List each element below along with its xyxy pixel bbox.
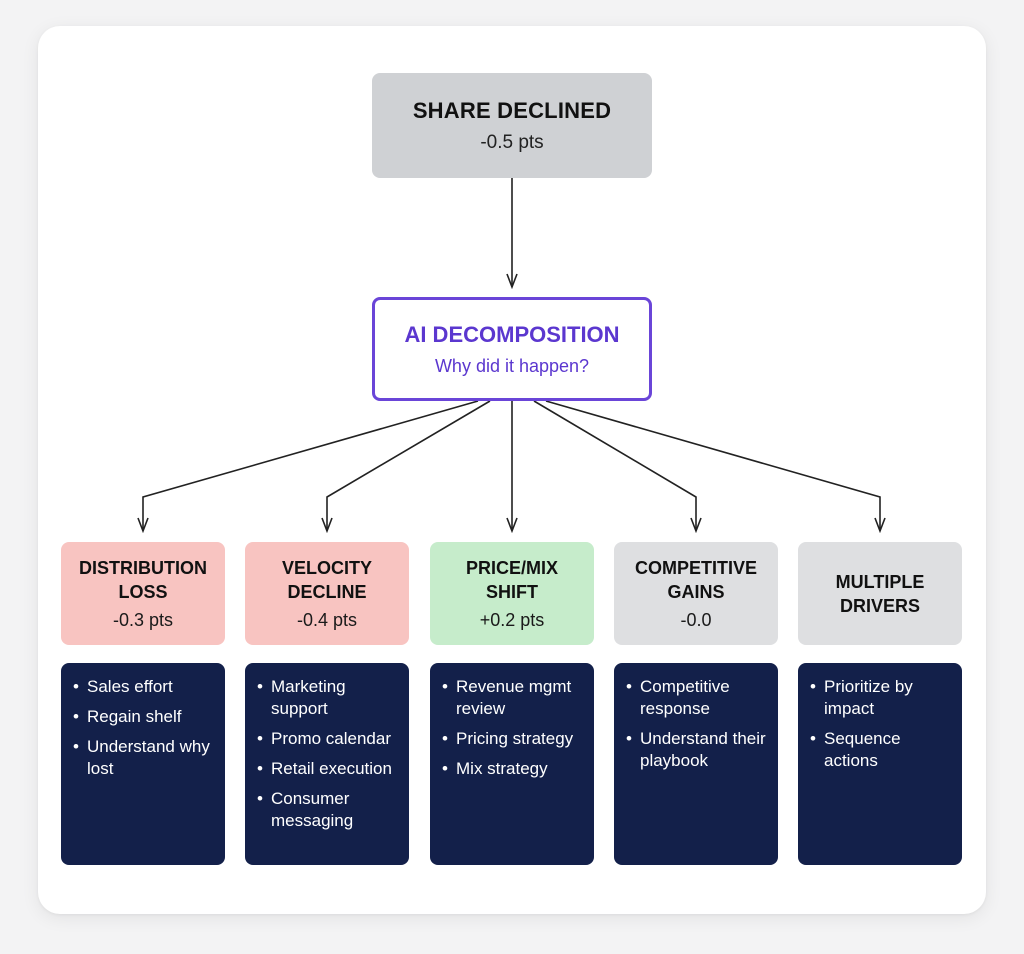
bullet-icon: • bbox=[73, 737, 79, 756]
driver-node-velocity-decline: VELOCITY DECLINE -0.4 pts bbox=[245, 542, 409, 645]
action-panel-multiple-drivers: • Prioritize by impact • Sequence actions bbox=[798, 663, 962, 865]
action-text: Revenue mgmt review bbox=[456, 677, 572, 718]
branch-arrow-distribution-loss bbox=[143, 400, 479, 531]
bullet-icon: • bbox=[626, 729, 632, 748]
action-text: Competitive response bbox=[640, 677, 730, 718]
action-item: • Competitive response bbox=[626, 676, 770, 720]
action-item: • Sales effort bbox=[73, 676, 217, 698]
action-text: Regain shelf bbox=[87, 707, 182, 726]
ai-decomposition-node: AI DECOMPOSITION Why did it happen? bbox=[372, 297, 652, 401]
bullet-icon: • bbox=[810, 677, 816, 696]
action-panel-distribution-loss: • Sales effort • Regain shelf • Understand wh… bbox=[61, 663, 225, 865]
action-list: • Sales effort • Regain shelf • Understand wh… bbox=[73, 676, 217, 780]
driver-node-competitive-gains: COMPETITIVE GAINS -0.0 bbox=[614, 542, 778, 645]
bullet-icon: • bbox=[257, 677, 263, 696]
bullet-icon: • bbox=[442, 677, 448, 696]
action-item: • Retail execution bbox=[257, 758, 401, 780]
action-list: • Marketing support • Promo calendar • Retail… bbox=[257, 676, 401, 832]
driver-node-multiple-drivers: MULTIPLE DRIVERS bbox=[798, 542, 962, 645]
driver-value: -0.4 pts bbox=[296, 610, 358, 630]
action-item: • Pricing strategy bbox=[442, 728, 586, 750]
action-item: • Understand their playbook bbox=[626, 728, 770, 772]
action-list: • Revenue mgmt review • Pricing strategy • Mi… bbox=[442, 676, 586, 780]
action-text: Mix strategy bbox=[456, 759, 548, 778]
driver-node-distribution-loss: DISTRIBUTION LOSS -0.3 pts bbox=[61, 542, 225, 645]
bullet-icon: • bbox=[257, 789, 263, 808]
bullet-icon: • bbox=[73, 707, 79, 726]
action-panel-competitive-gains: • Competitive response • Understand their p… bbox=[614, 663, 778, 865]
action-text: Retail execution bbox=[271, 759, 392, 778]
action-list: • Prioritize by impact • Sequence actions bbox=[810, 676, 954, 772]
share-declined-title: SHARE DECLINED bbox=[412, 97, 612, 123]
action-item: • Understand why lost bbox=[73, 736, 217, 780]
action-item: • Prioritize by impact bbox=[810, 676, 954, 720]
bullet-icon: • bbox=[810, 729, 816, 748]
action-text: Sequence actions bbox=[824, 729, 901, 770]
driver-label: MULTIPLE DRIVERS bbox=[835, 571, 925, 616]
driver-label: DISTRIBUTION LOSS bbox=[79, 558, 207, 602]
action-text: Marketing support bbox=[271, 677, 346, 718]
driver-value: -0.0 bbox=[680, 610, 712, 630]
share-declined-node: SHARE DECLINED -0.5 pts bbox=[372, 73, 652, 178]
bullet-icon: • bbox=[257, 759, 263, 778]
driver-value: +0.2 pts bbox=[479, 610, 545, 630]
driver-label: PRICE/MIX SHIFT bbox=[465, 558, 558, 602]
action-item: • Consumer messaging bbox=[257, 788, 401, 832]
action-item: • Mix strategy bbox=[442, 758, 586, 780]
action-text: Consumer messaging bbox=[271, 789, 354, 830]
bullet-icon: • bbox=[626, 677, 632, 696]
bullet-icon: • bbox=[73, 677, 79, 696]
bullet-icon: • bbox=[442, 729, 448, 748]
action-item: • Promo calendar bbox=[257, 728, 401, 750]
action-text: Understand their playbook bbox=[640, 729, 766, 770]
action-text: Prioritize by impact bbox=[824, 677, 913, 718]
bullet-icon: • bbox=[257, 729, 263, 748]
bullet-icon: • bbox=[442, 759, 448, 778]
branch-arrow-velocity-decline bbox=[327, 400, 491, 531]
action-item: • Regain shelf bbox=[73, 706, 217, 728]
driver-node-price-mix-shift: PRICE/MIX SHIFT +0.2 pts bbox=[430, 542, 594, 645]
action-text: Pricing strategy bbox=[456, 729, 574, 748]
driver-label: COMPETITIVE GAINS bbox=[634, 558, 757, 602]
action-list: • Competitive response • Understand their p… bbox=[626, 676, 770, 772]
action-panel-price-mix-shift: • Revenue mgmt review • Pricing strategy • Mi… bbox=[430, 663, 594, 865]
branch-arrow-competitive-gains bbox=[533, 400, 696, 531]
share-declined-value: -0.5 pts bbox=[480, 131, 544, 153]
action-text: Sales effort bbox=[87, 677, 173, 696]
driver-value: -0.3 pts bbox=[112, 610, 174, 630]
action-item: • Revenue mgmt review bbox=[442, 676, 586, 720]
driver-label: VELOCITY DECLINE bbox=[281, 558, 372, 602]
branch-arrow-multiple-drivers bbox=[545, 400, 880, 531]
action-item: • Marketing support bbox=[257, 676, 401, 720]
ai-decomposition-subtitle: Why did it happen? bbox=[434, 355, 590, 376]
action-text: Promo calendar bbox=[271, 729, 392, 748]
action-panel-velocity-decline: • Marketing support • Promo calendar • Retail… bbox=[245, 663, 409, 865]
action-item: • Sequence actions bbox=[810, 728, 954, 772]
ai-decomposition-title: AI DECOMPOSITION bbox=[404, 321, 620, 347]
action-text: Understand why lost bbox=[87, 737, 210, 778]
